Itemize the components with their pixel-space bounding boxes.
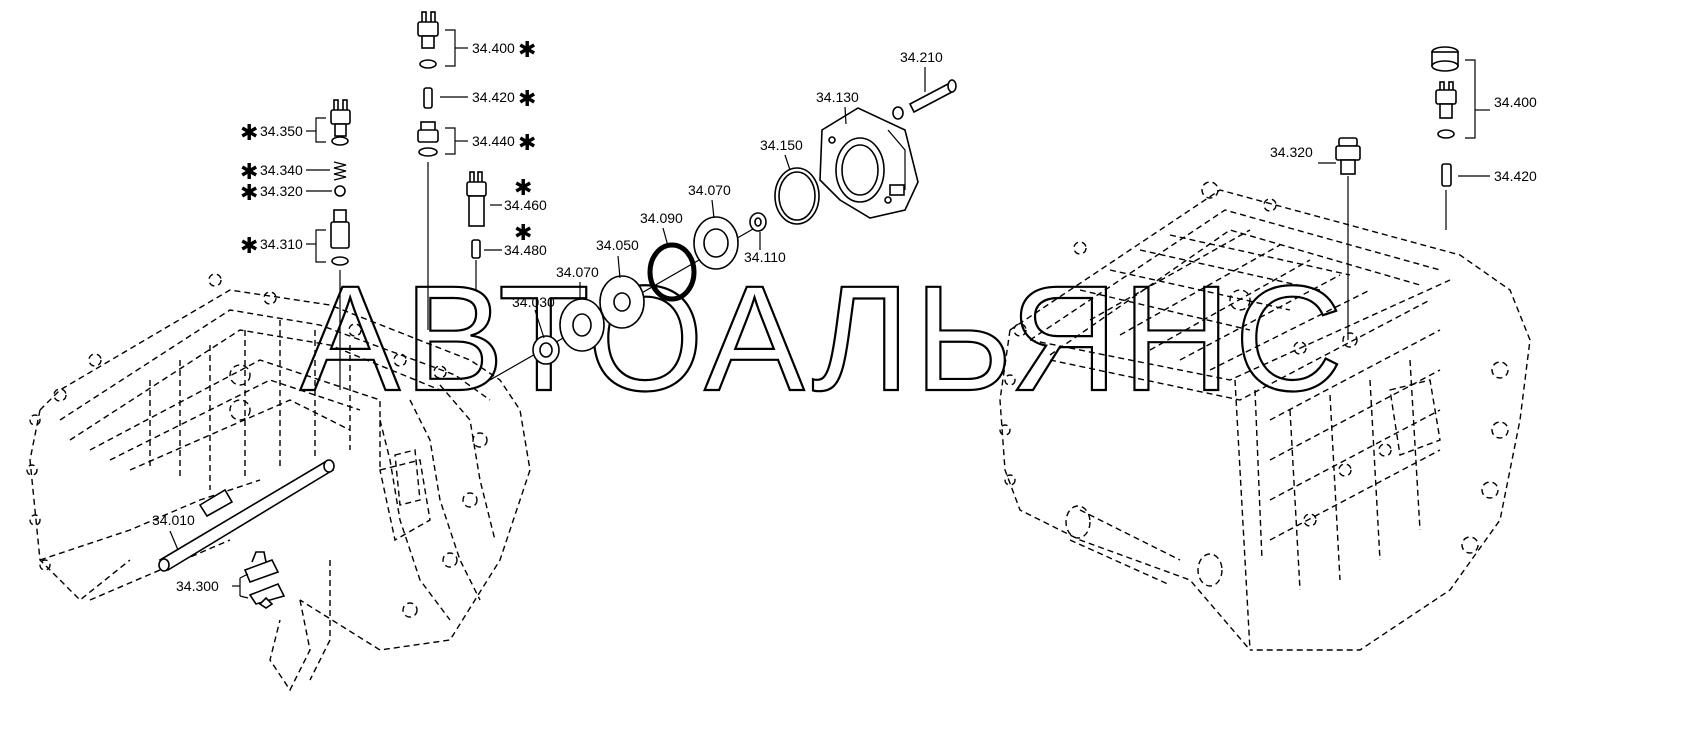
cap-34400 (1431, 46, 1459, 72)
star-34480: ✱ (514, 221, 532, 246)
sensor-34400-left (417, 11, 439, 69)
seal-34030 (532, 335, 560, 365)
label-34460: 34.460 (504, 197, 547, 213)
label-34320-right: 34.320 (1270, 144, 1313, 160)
label-34090: 34.090 (640, 210, 683, 226)
left-gearbox-housing (26, 273, 531, 692)
sensor-34350 (330, 99, 351, 146)
sensor-34400-right (1435, 81, 1457, 139)
housing-34130 (819, 107, 919, 219)
star-34440: ✱ (518, 131, 536, 156)
star-34340: ✱ (240, 160, 258, 185)
shift-rail-shaft (158, 459, 335, 572)
valve-34310 (330, 209, 350, 266)
star-34400-left: ✱ (518, 38, 536, 63)
pin-34420-right (1441, 163, 1452, 187)
label-34130: 34.130 (816, 89, 859, 105)
star-34320-left: ✱ (240, 181, 258, 206)
right-gearbox-housing (999, 181, 1531, 651)
sensor-34460 (466, 171, 487, 227)
star-34460: ✱ (514, 176, 532, 201)
pin-34420-left (423, 87, 433, 109)
bolt-34210 (892, 79, 957, 120)
disc-34050 (599, 275, 645, 329)
label-34030: 34.030 (512, 294, 555, 310)
label-34440: 34.440 (472, 133, 515, 149)
spring-34340 (333, 161, 347, 181)
label-34050: 34.050 (596, 237, 639, 253)
star-34310: ✱ (240, 234, 258, 259)
label-34110: 34.110 (744, 249, 786, 265)
label-34210: 34.210 (900, 49, 943, 65)
ball-34320 (334, 185, 346, 197)
label-34400-right: 34.400 (1494, 94, 1537, 110)
shift-fork-pads (243, 551, 286, 609)
plug-34320 (1335, 137, 1361, 175)
label-34150: 34.150 (760, 137, 803, 153)
valve-34440 (417, 121, 439, 157)
label-34420-left: 34.420 (472, 89, 515, 105)
label-34010: 34.010 (152, 512, 195, 528)
label-34420-right: 34.420 (1494, 168, 1537, 184)
label-34310: 34.310 (260, 236, 303, 252)
leader-lines (169, 29, 1490, 599)
star-34420-left: ✱ (518, 87, 536, 112)
label-34300: 34.300 (176, 578, 219, 594)
label-34340: 34.340 (260, 162, 303, 178)
label-34320-left: 34.320 (260, 183, 303, 199)
label-34480: 34.480 (504, 242, 547, 258)
oring-34090 (647, 242, 697, 302)
label-34070-a: 34.070 (556, 264, 599, 280)
nut-34110 (749, 212, 767, 232)
label-34400-left: 34.400 (472, 40, 515, 56)
pin-34480 (471, 239, 481, 259)
watermark: АВТОАЛЬЯНС (300, 254, 1347, 422)
ring-34070-b (693, 216, 739, 270)
ring-34070-a (559, 298, 605, 352)
star-34350: ✱ (240, 121, 258, 146)
label-34350: 34.350 (260, 123, 303, 139)
oring-34150 (774, 167, 820, 225)
label-34070-b: 34.070 (688, 182, 731, 198)
